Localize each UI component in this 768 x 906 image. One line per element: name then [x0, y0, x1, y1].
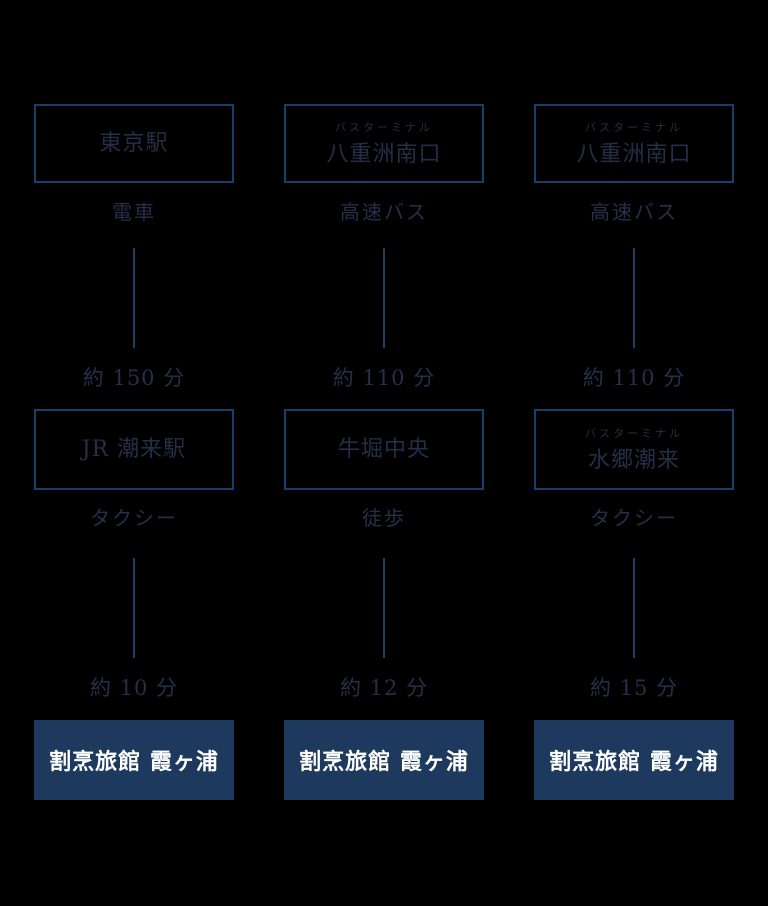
- leg2-connector-line: [633, 558, 635, 658]
- leg2-connector-line: [133, 558, 135, 658]
- origin-station-box: バスターミナル 八重洲南口: [284, 104, 484, 183]
- stop-station-box: 牛堀中央: [284, 409, 484, 490]
- origin-station-name: 八重洲南口: [576, 141, 692, 167]
- destination-name: 割烹旅館 霞ヶ浦: [549, 749, 719, 775]
- origin-station-box: バスターミナル 八重洲南口: [534, 104, 734, 183]
- leg1-duration-label: 約 150 分: [82, 366, 186, 390]
- leg1-transport-label: 高速バス: [340, 200, 428, 224]
- destination-box: 割烹旅館 霞ヶ浦: [284, 720, 484, 800]
- origin-station-box: 東京駅: [34, 104, 234, 183]
- leg1-connector-line: [383, 248, 385, 348]
- stop-station-sub-label: バスターミナル: [585, 426, 683, 440]
- origin-station-name: 八重洲南口: [326, 141, 442, 167]
- origin-station-sub-label: バスターミナル: [585, 120, 683, 134]
- origin-station-sub-label: バスターミナル: [335, 120, 433, 134]
- stop-station-name: JR 潮来駅: [81, 436, 187, 462]
- destination-name: 割烹旅館 霞ヶ浦: [299, 749, 469, 775]
- stop-station-name: 牛堀中央: [337, 436, 430, 462]
- leg2-duration-label: 約 12 分: [339, 676, 429, 700]
- stop-station-name: 水郷潮来: [587, 447, 680, 473]
- leg1-duration-label: 約 110 分: [582, 366, 686, 390]
- leg2-transport-label: 徒歩: [362, 506, 406, 530]
- leg2-duration-label: 約 10 分: [89, 676, 179, 700]
- leg1-transport-label: 高速バス: [590, 200, 678, 224]
- leg1-duration-label: 約 110 分: [332, 366, 436, 390]
- leg2-transport-label: タクシー: [90, 506, 178, 530]
- leg2-transport-label: タクシー: [590, 506, 678, 530]
- leg1-connector-line: [633, 248, 635, 348]
- destination-box: 割烹旅館 霞ヶ浦: [534, 720, 734, 800]
- leg2-duration-label: 約 15 分: [589, 676, 679, 700]
- leg2-connector-line: [383, 558, 385, 658]
- destination-box: 割烹旅館 霞ヶ浦: [34, 720, 234, 800]
- stop-station-box: JR 潮来駅: [34, 409, 234, 490]
- route-column-bus-ushibori: バスターミナル 八重洲南口 高速バス 約 110 分 牛堀中央 徒歩 約 12 …: [284, 104, 484, 800]
- stop-station-box: バスターミナル 水郷潮来: [534, 409, 734, 490]
- leg1-connector-line: [133, 248, 135, 348]
- leg1-transport-label: 電車: [112, 200, 156, 224]
- origin-station-name: 東京駅: [99, 130, 169, 156]
- route-column-train: 東京駅 電車 約 150 分 JR 潮来駅 タクシー 約 10 分 割烹旅館 霞…: [34, 104, 234, 800]
- destination-name: 割烹旅館 霞ヶ浦: [49, 749, 219, 775]
- route-column-bus-suigo-itako: バスターミナル 八重洲南口 高速バス 約 110 分 バスターミナル 水郷潮来 …: [534, 104, 734, 800]
